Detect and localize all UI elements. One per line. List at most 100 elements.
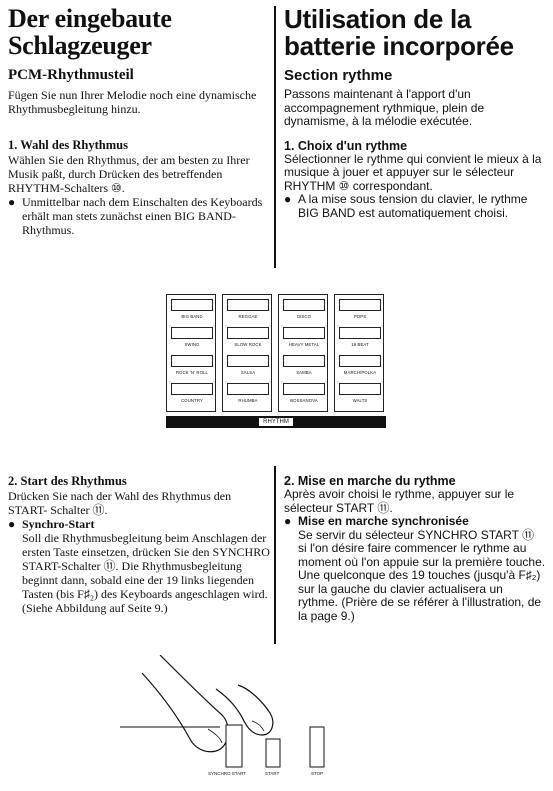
rhythm-group-1: BIG BAND SWING ROCK 'N' ROLL COUNTRY — [166, 294, 216, 412]
stop-label: STOP — [311, 771, 324, 776]
german-step2-bullet: ● Synchro-Start — [8, 517, 270, 531]
rhythm-button-16-beat[interactable]: 16 BEAT — [339, 327, 381, 347]
rhythm-label: 16 BEAT — [351, 342, 369, 347]
rhythm-label: MARCH/POLKA — [343, 370, 377, 375]
rhythm-panel-label: RHYTHM — [259, 418, 293, 426]
rhythm-label: SAMBA — [296, 370, 312, 375]
synchro-start-label: SYNCHRO START — [208, 771, 247, 776]
rhythm-button-slow-rock[interactable]: SLOW ROCK — [227, 327, 269, 347]
bullet-icon: ● — [8, 517, 16, 531]
rhythm-button-reggae[interactable]: REGGAE — [227, 299, 269, 319]
french-step2-heading: 2. Mise en marche du rythme — [284, 474, 456, 488]
rhythm-group-3: DISCO HEAVY METAL SAMBA BOSSANOVA — [278, 294, 328, 412]
french-step2-text: Après avoir choisi le rythme, appuyer su… — [284, 487, 515, 515]
german-title: Der eingebaute Schlagzeuger — [8, 4, 270, 60]
rhythm-switch[interactable] — [227, 355, 269, 367]
german-intro-section: Der eingebaute Schlagzeuger PCM-Rhythmus… — [8, 4, 270, 237]
rhythm-label: SALSA — [240, 370, 256, 375]
rhythm-label: REGGAE — [238, 314, 258, 319]
rhythm-switch[interactable] — [227, 327, 269, 339]
german-title-line1: Der eingebaute — [8, 4, 172, 33]
german-step1-heading: 1. Wahl des Rhythmus — [8, 138, 128, 153]
bullet-icon: ● — [284, 514, 292, 528]
rhythm-switch[interactable] — [283, 327, 325, 339]
rhythm-label: RHUMBA — [238, 398, 258, 403]
rhythm-button-march-polka[interactable]: MARCH/POLKA — [339, 355, 381, 375]
rhythm-button-bossanova[interactable]: BOSSANOVA — [283, 383, 325, 403]
french-start-section: 2. Mise en marche du rythme Après avoir … — [284, 474, 546, 623]
rhythm-switch[interactable] — [339, 327, 381, 339]
french-step1-bullet: ● A la mise sous tension du clavier, le … — [284, 192, 546, 220]
french-synchro-start-text: Se servir du sélecteur SYNCHRO START ⑪ s… — [298, 527, 546, 623]
rhythm-switch[interactable] — [171, 383, 213, 395]
german-step1-bullet-text: Unmittelbar nach dem Einschalten des Key… — [22, 195, 263, 238]
bullet-icon: ● — [8, 195, 16, 210]
french-step2-bullet: ● Mise en marche synchronisée — [284, 514, 546, 529]
german-intro-text: Fügen Sie nun Ihrer Melodie noch eine dy… — [8, 88, 257, 117]
french-step1-bullet-text: A la mise sous tension du clavier, le ry… — [298, 192, 528, 220]
rhythm-button-big-band[interactable]: BIG BAND — [171, 299, 213, 319]
french-title-line2: batterie incorporée — [284, 30, 514, 61]
rhythm-label: SLOW ROCK — [234, 342, 262, 347]
rhythm-switch[interactable] — [339, 355, 381, 367]
rhythm-group-4: POPS 16 BEAT MARCH/POLKA WALTS — [334, 294, 384, 412]
french-subtitle: Section rythme — [284, 67, 393, 85]
french-synchro-start-title: Mise en marche synchronisée — [298, 514, 469, 528]
rhythm-button-rhumba[interactable]: RHUMBA — [227, 383, 269, 403]
stop-button[interactable] — [309, 726, 325, 768]
rhythm-button-heavy-metal[interactable]: HEAVY METAL — [283, 327, 325, 347]
start-button[interactable] — [265, 738, 281, 768]
rhythm-label: BOSSANOVA — [290, 398, 318, 403]
german-step2-text: Drücken Sie nach der Wahl des Rhythmus d… — [8, 489, 232, 517]
rhythm-panel: BIG BAND SWING ROCK 'N' ROLL COUNTRY REG… — [166, 294, 386, 432]
rhythm-label: HEAVY METAL — [288, 342, 320, 347]
french-title-line1: Utilisation de la — [284, 4, 472, 34]
start-buttons-illustration: SYNCHRO START START STOP — [120, 654, 360, 785]
rhythm-button-pops[interactable]: POPS — [339, 299, 381, 319]
german-step1-text: Wählen Sie den Rhythmus, der am besten z… — [8, 153, 250, 196]
rhythm-label: BIG BAND — [181, 314, 203, 319]
rhythm-label-bar: RHYTHM — [166, 416, 386, 428]
german-step2-heading: 2. Start des Rhythmus — [8, 474, 127, 488]
rhythm-label: WALTS — [352, 398, 368, 403]
german-step1-bullet: ● Unmittelbar nach dem Einschalten des K… — [8, 195, 270, 237]
german-title-line2: Schlagzeuger — [8, 30, 152, 60]
rhythm-button-samba[interactable]: SAMBA — [283, 355, 325, 375]
rhythm-button-rock-n-roll[interactable]: ROCK 'N' ROLL — [171, 355, 213, 375]
french-intro-section: Utilisation de la batterie incorporée Se… — [284, 6, 546, 220]
rhythm-label: DISCO — [296, 314, 312, 319]
finger-press-drawing — [120, 654, 325, 768]
rhythm-button-disco[interactable]: DISCO — [283, 299, 325, 319]
rhythm-button-country[interactable]: COUNTRY — [171, 383, 213, 403]
bullet-icon: ● — [284, 192, 292, 207]
column-divider-top — [274, 6, 276, 268]
rhythm-switch[interactable] — [171, 299, 213, 311]
rhythm-label: SWING — [184, 342, 200, 347]
rhythm-button-salsa[interactable]: SALSA — [227, 355, 269, 375]
rhythm-button-swing[interactable]: SWING — [171, 327, 213, 347]
rhythm-group-2: REGGAE SLOW ROCK SALSA RHUMBA — [222, 294, 272, 412]
rhythm-switch[interactable] — [283, 299, 325, 311]
start-label: START — [265, 771, 280, 776]
rhythm-switch[interactable] — [171, 327, 213, 339]
synchro-start-button[interactable] — [225, 724, 243, 768]
german-synchro-start-text: Soll die Rhythmusbegleitung beim Anschla… — [22, 531, 270, 615]
rhythm-switch[interactable] — [227, 383, 269, 395]
german-synchro-start-title: Synchro-Start — [22, 517, 95, 531]
french-title: Utilisation de la batterie incorporée — [284, 6, 546, 59]
rhythm-switch[interactable] — [339, 383, 381, 395]
rhythm-switch[interactable] — [171, 355, 213, 367]
rhythm-label: POPS — [353, 314, 367, 319]
german-start-section: 2. Start des Rhythmus Drücken Sie nach d… — [8, 474, 270, 615]
rhythm-switch[interactable] — [283, 355, 325, 367]
french-step1-heading: 1. Choix d'un rythme — [284, 138, 408, 153]
rhythm-switch[interactable] — [227, 299, 269, 311]
french-intro-text: Passons maintenant à l'apport d'un accom… — [284, 87, 485, 129]
rhythm-label: COUNTRY — [181, 398, 203, 403]
french-step1-text: Sélectionner le rythme qui convient le m… — [284, 151, 542, 193]
rhythm-switch[interactable] — [339, 299, 381, 311]
rhythm-switch[interactable] — [283, 383, 325, 395]
german-subtitle: PCM-Rhythmusteil — [8, 67, 134, 84]
rhythm-button-walts[interactable]: WALTS — [339, 383, 381, 403]
column-divider-bottom — [274, 466, 276, 644]
